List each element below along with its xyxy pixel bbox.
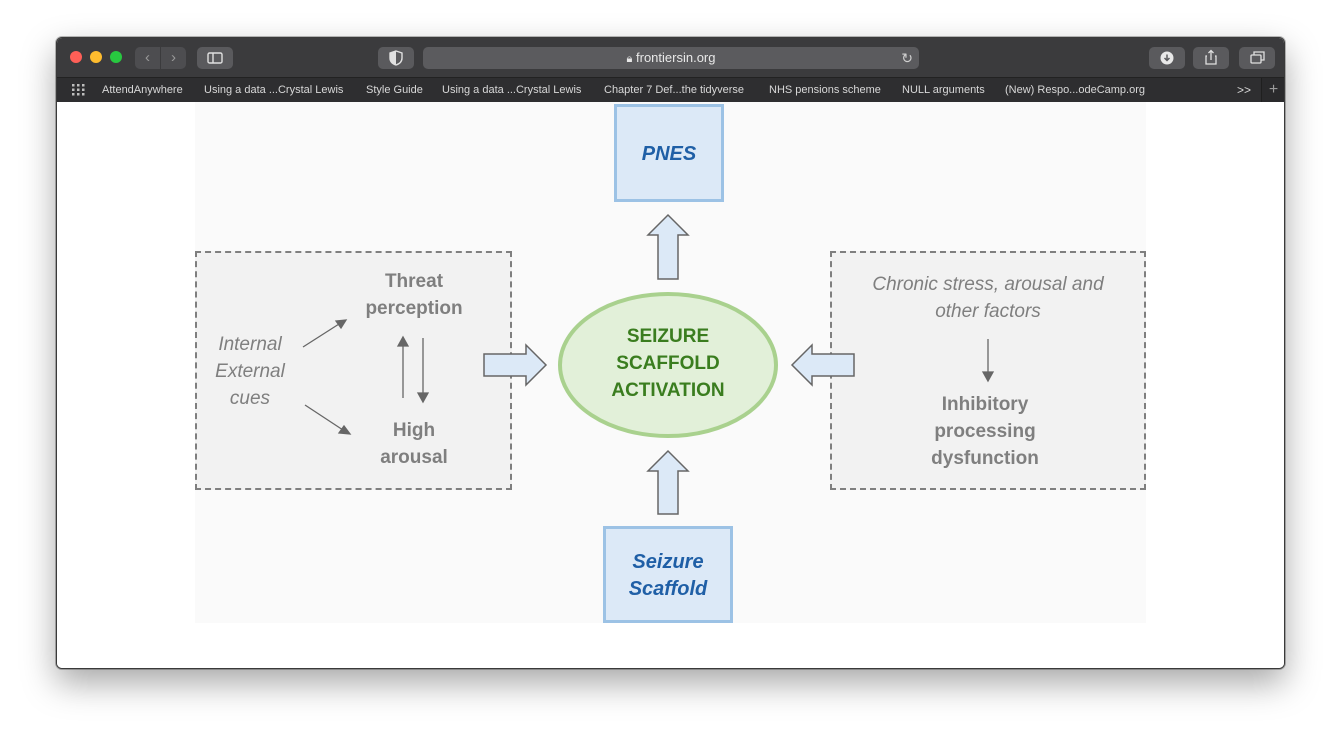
bookmark-item[interactable]: Using a data ...Crystal Lewis [442, 84, 582, 96]
forward-button[interactable]: › [161, 47, 186, 69]
left-arrow-from-right-box [790, 343, 855, 387]
bookmark-item[interactable]: Style Guide [366, 84, 423, 96]
seizure-scaffold-box: Seizure Scaffold [603, 526, 733, 623]
back-icon: ‹ [145, 49, 150, 66]
chronic-line-1: Chronic stress, arousal and [872, 274, 1104, 295]
right-arrow-from-left-box [483, 343, 548, 387]
scaffold-line-2: Scaffold [628, 578, 708, 600]
diagram-shapes [302, 213, 995, 515]
pnes-box: PNES [614, 104, 724, 202]
arousal-line-1: High [392, 420, 436, 441]
arousal-line-2: arousal [380, 447, 448, 468]
tabs-icon [1250, 51, 1265, 64]
bookmarks-bar: AttendAnywhere Using a data ...Crystal L… [57, 77, 1284, 103]
back-button[interactable]: ‹ [135, 47, 160, 69]
inhibitory-line-3: dysfunction [931, 448, 1039, 469]
up-arrow-from-scaffold [646, 449, 690, 515]
chronic-line-2: other factors [935, 301, 1041, 322]
center-line-3: ACTIVATION [611, 380, 725, 401]
zoom-light[interactable] [110, 51, 122, 63]
browser-toolbar: ‹ › 🔒︎ frontiersin.org ↻ [57, 38, 1284, 77]
plus-icon: + [1268, 81, 1279, 98]
shield-icon [389, 50, 403, 66]
bookmark-item[interactable]: Chapter 7 Def...the tidyverse [604, 84, 745, 96]
bookmark-item[interactable]: NHS pensions scheme [769, 84, 881, 96]
forward-icon: › [171, 49, 176, 66]
cue-to-arousal-arrow [304, 404, 344, 431]
cues-line-1: Internal [218, 334, 282, 355]
seizure-scaffold-activation-ellipse [558, 292, 778, 438]
bookmark-item[interactable]: Using a data ...Crystal Lewis [204, 84, 344, 96]
download-icon [1160, 51, 1174, 65]
sidebar-icon [207, 52, 223, 64]
bookmark-item[interactable]: AttendAnywhere [102, 84, 183, 96]
share-icon [1205, 49, 1217, 65]
download-button[interactable] [1149, 47, 1185, 69]
reload-icon[interactable]: ↻ [901, 50, 913, 66]
close-light[interactable] [70, 51, 82, 63]
more-bookmarks-button[interactable]: >> [1237, 83, 1252, 97]
privacy-button[interactable] [378, 47, 414, 69]
cue-to-threat-arrow [302, 323, 340, 348]
center-line-2: SCAFFOLD [616, 353, 720, 374]
threat-line-1: Threat [384, 271, 444, 292]
new-tab-button[interactable]: + [1261, 78, 1284, 102]
browser-window: ‹ › 🔒︎ frontiersin.org ↻ [56, 37, 1285, 669]
tabs-button[interactable] [1239, 47, 1275, 69]
apps-grid-icon[interactable] [72, 84, 86, 96]
cues-line-3: cues [229, 388, 271, 409]
sidebar-button[interactable] [197, 47, 233, 69]
scaffold-line-1: Seizure [632, 551, 704, 573]
url-text: frontiersin.org [636, 50, 716, 65]
share-button[interactable] [1193, 47, 1229, 69]
lock-icon: 🔒︎ [626, 53, 633, 65]
address-bar[interactable]: 🔒︎ frontiersin.org ↻ [423, 47, 919, 69]
inhibitory-line-1: Inhibitory [941, 394, 1029, 415]
center-line-1: SEIZURE [626, 326, 710, 347]
bookmark-item[interactable]: (New) Respo...odeCamp.org [1005, 84, 1146, 96]
pnes-label: PNES [641, 143, 697, 165]
inhibitory-line-2: processing [934, 421, 1036, 442]
minimize-light[interactable] [90, 51, 102, 63]
diagram-figure: PNES Seizure Scaffold SEIZURE SCAFFOLD A… [195, 102, 1146, 623]
cues-line-2: External [215, 361, 285, 382]
threat-line-2: perception [365, 298, 463, 319]
page-content: PNES Seizure Scaffold SEIZURE SCAFFOLD A… [57, 102, 1284, 668]
left-dashed-box [195, 251, 512, 490]
up-arrow-to-pnes [646, 213, 690, 280]
bookmark-item[interactable]: NULL arguments [902, 84, 985, 96]
